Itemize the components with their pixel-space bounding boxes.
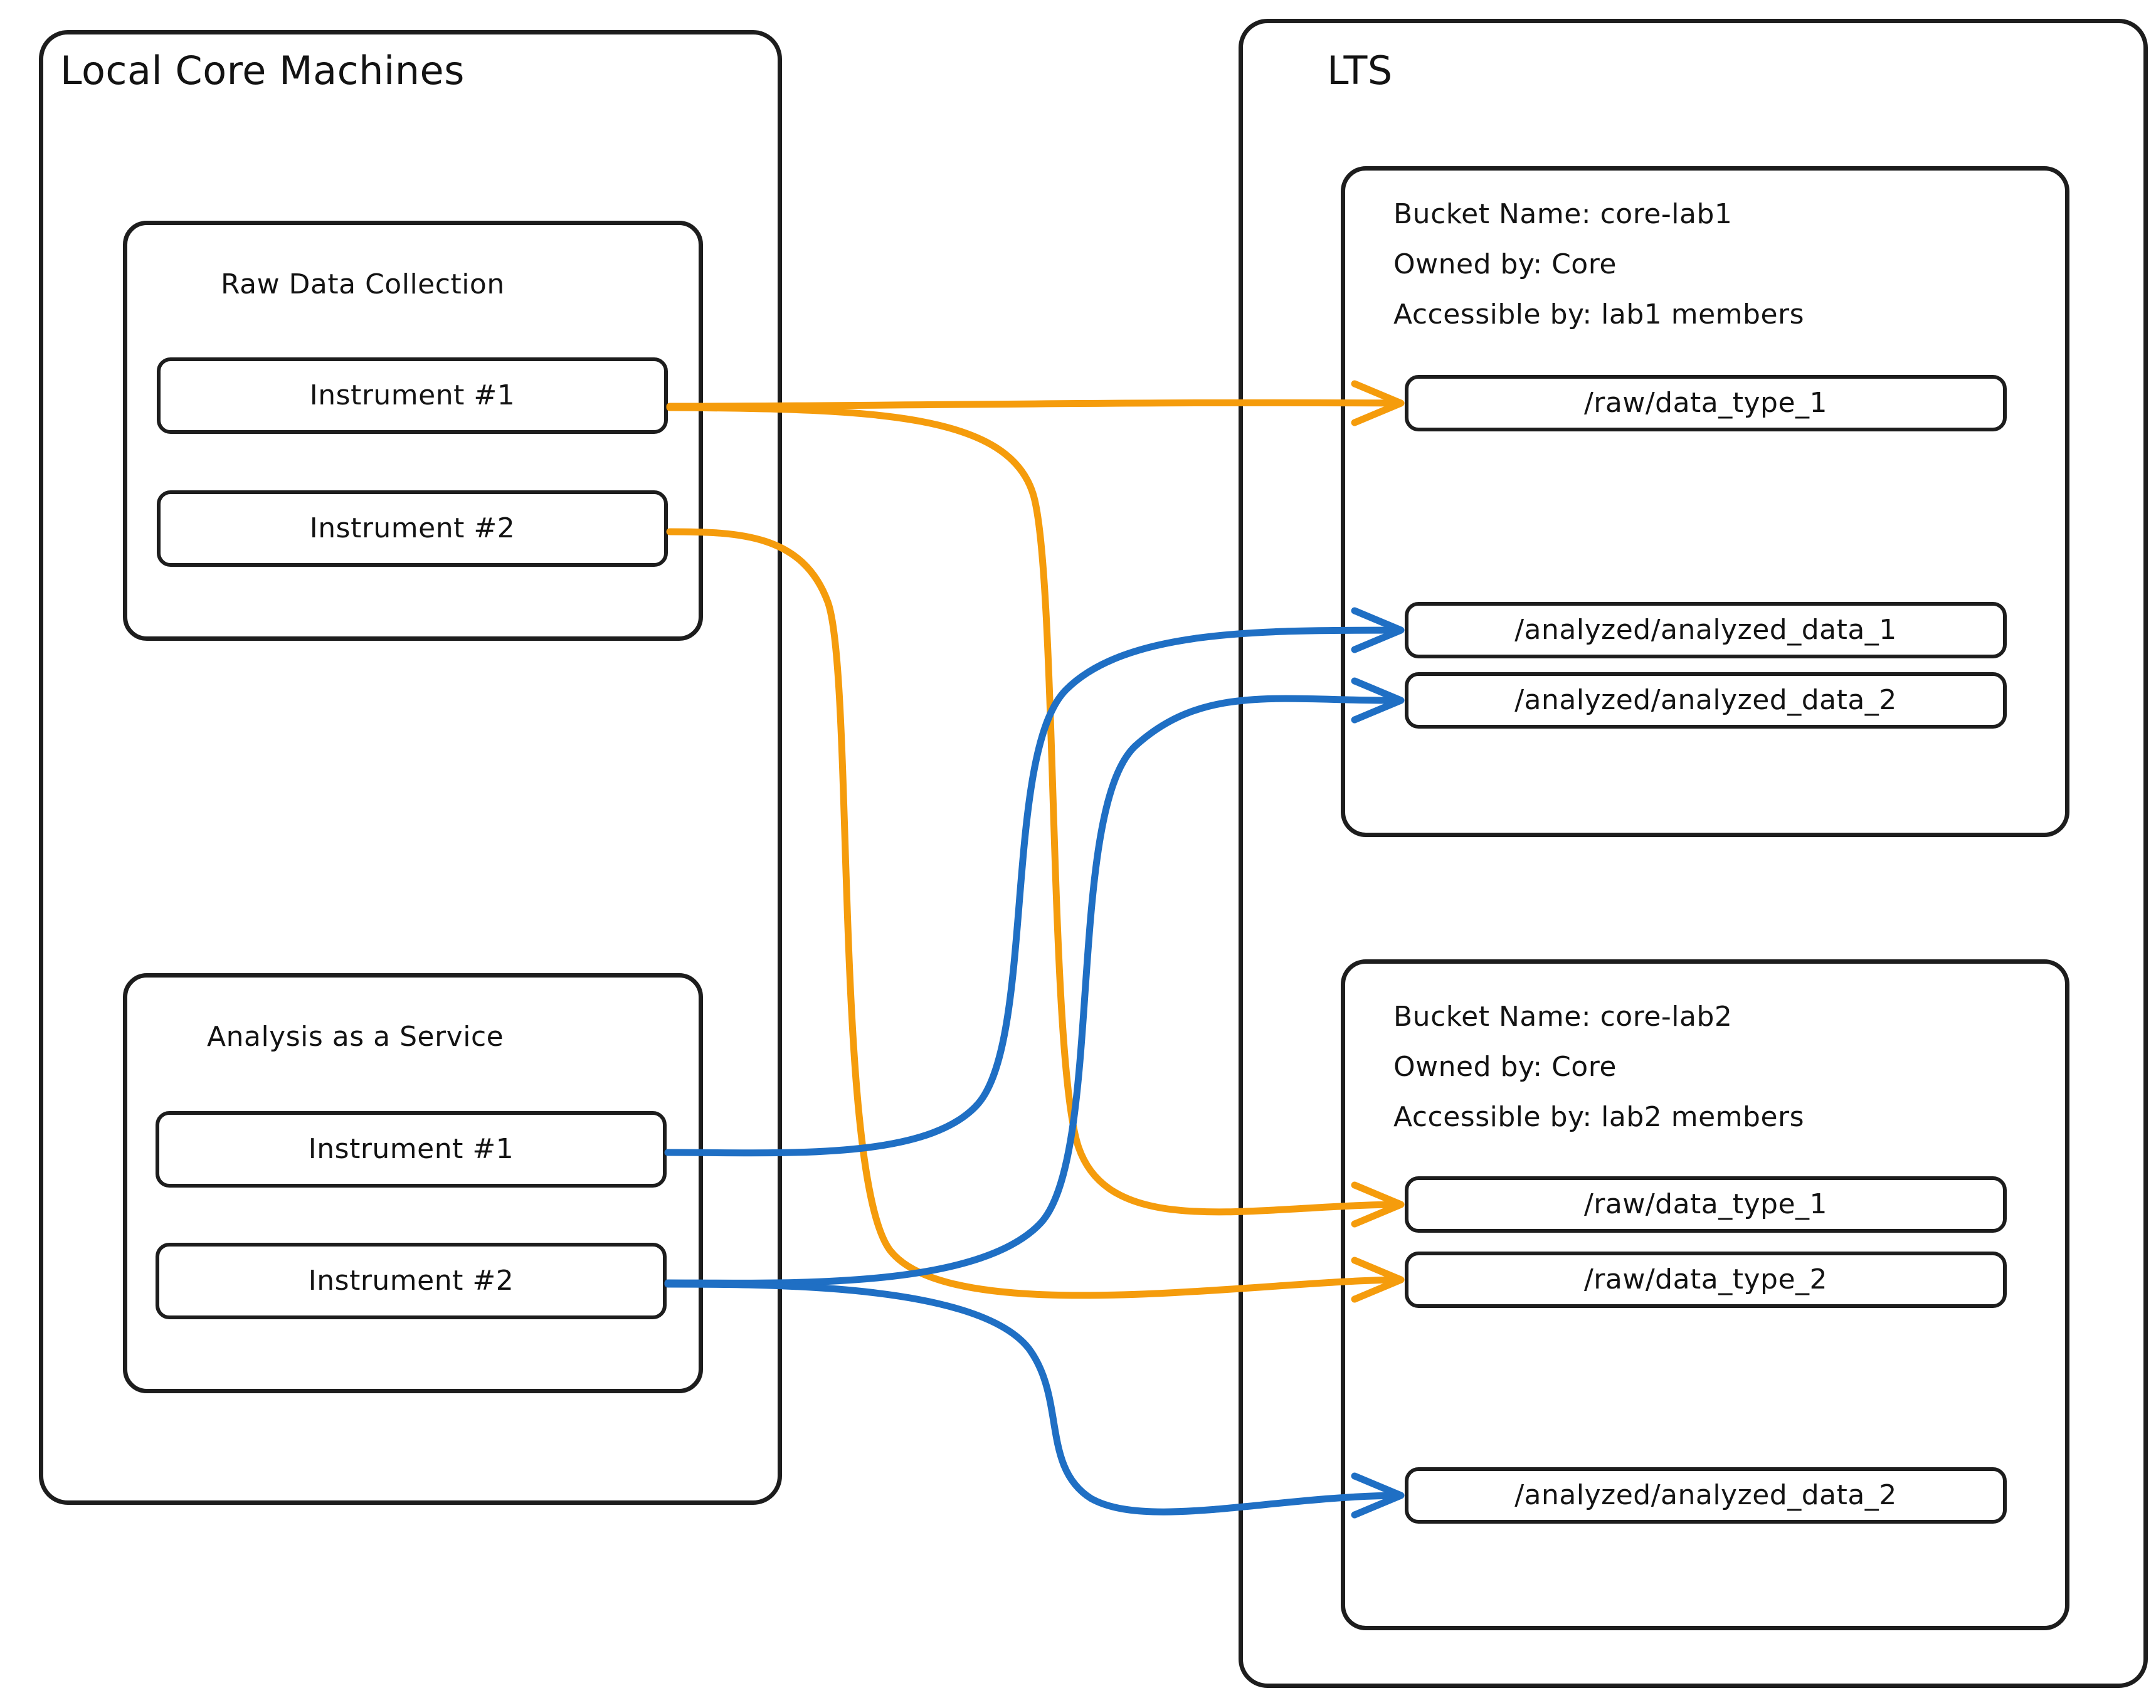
lab1-analyzed-data-1-label: /analyzed/analyzed_data_1 <box>1514 614 1897 646</box>
analysis-service-instrument-1-label: Instrument #1 <box>308 1133 514 1165</box>
lab1-raw-data-type-1-label: /raw/data_type_1 <box>1583 387 1828 419</box>
lab1-raw-data-type-1[interactable]: /raw/data_type_1 <box>1405 375 2007 431</box>
lts-title: LTS <box>1327 48 1393 93</box>
bucket-core-lab1-access: Accessible by: lab1 members <box>1393 298 1805 330</box>
lab2-analyzed-data-2-label: /analyzed/analyzed_data_2 <box>1514 1479 1897 1511</box>
analysis-service-instrument-2[interactable]: Instrument #2 <box>156 1243 667 1319</box>
lab1-analyzed-data-2-label: /analyzed/analyzed_data_2 <box>1514 684 1897 716</box>
lab2-raw-data-type-2-label: /raw/data_type_2 <box>1583 1263 1828 1295</box>
raw-collection-instrument-1[interactable]: Instrument #1 <box>157 357 668 434</box>
lab2-analyzed-data-2[interactable]: /analyzed/analyzed_data_2 <box>1405 1467 2007 1524</box>
raw-collection-instrument-2-label: Instrument #2 <box>309 512 515 544</box>
raw-collection-instrument-2[interactable]: Instrument #2 <box>157 490 668 567</box>
lab1-analyzed-data-2[interactable]: /analyzed/analyzed_data_2 <box>1405 672 2007 729</box>
raw-data-collection-title: Raw Data Collection <box>221 268 505 300</box>
lab2-raw-data-type-1-label: /raw/data_type_1 <box>1583 1188 1828 1220</box>
lab2-raw-data-type-2[interactable]: /raw/data_type_2 <box>1405 1252 2007 1308</box>
bucket-core-lab2-owner: Owned by: Core <box>1393 1051 1617 1083</box>
bucket-core-lab1-owner: Owned by: Core <box>1393 248 1617 280</box>
bucket-core-lab1-name: Bucket Name: core-lab1 <box>1393 198 1733 230</box>
bucket-core-lab2-access: Accessible by: lab2 members <box>1393 1101 1805 1133</box>
lab1-analyzed-data-1[interactable]: /analyzed/analyzed_data_1 <box>1405 602 2007 658</box>
analysis-service-instrument-2-label: Instrument #2 <box>308 1265 514 1297</box>
lab2-raw-data-type-1[interactable]: /raw/data_type_1 <box>1405 1176 2007 1233</box>
analysis-service-instrument-1[interactable]: Instrument #1 <box>156 1111 667 1188</box>
raw-collection-instrument-1-label: Instrument #1 <box>309 379 515 411</box>
bucket-core-lab2-name: Bucket Name: core-lab2 <box>1393 1001 1733 1033</box>
analysis-as-a-service-title: Analysis as a Service <box>207 1021 504 1053</box>
local-core-machines-title: Local Core Machines <box>60 48 465 93</box>
